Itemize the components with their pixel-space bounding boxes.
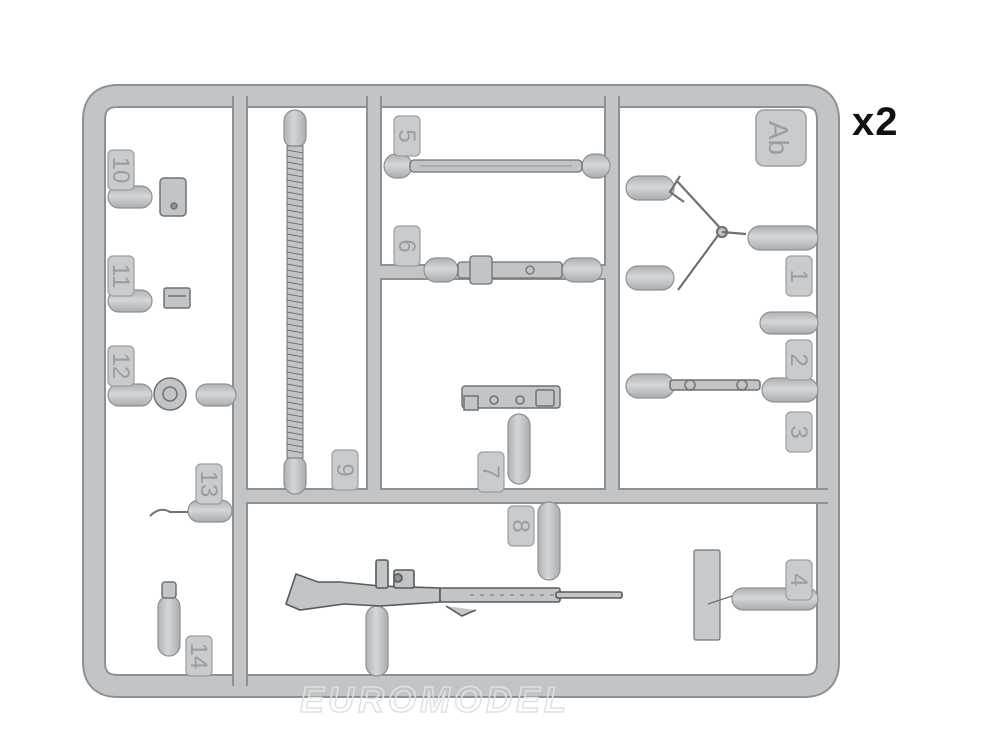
part-number-label: 7 — [477, 465, 504, 478]
part-number-label: 5 — [393, 129, 420, 142]
part-number-label: 3 — [785, 425, 812, 438]
part-6-bolt — [457, 255, 563, 285]
sprue-code-tag: Ab — [755, 109, 807, 167]
part-number-label: 10 — [107, 157, 134, 184]
part-number-label: 14 — [185, 643, 212, 670]
part-10-shape — [159, 177, 187, 217]
sprue-quantity: x2 — [852, 100, 899, 144]
sprue-code-label: Ab — [763, 121, 794, 155]
part-tag-11: 11 — [107, 255, 135, 297]
part-tag-10: 10 — [107, 149, 135, 191]
part-3-linkage — [669, 379, 761, 391]
part-5-rod — [409, 159, 583, 173]
part-tag-8: 8 — [507, 505, 535, 547]
part-number-label: 4 — [785, 573, 812, 586]
part-7-cover — [461, 385, 561, 411]
part-tag-4: 4 — [785, 559, 813, 601]
part-9-spring — [286, 145, 304, 459]
part-number-label: 1 — [785, 269, 812, 282]
part-tag-3: 3 — [785, 411, 813, 453]
part-4-strap — [693, 549, 733, 641]
part-12-shape — [153, 377, 187, 411]
part-11-shape — [163, 287, 191, 309]
watermark: EUROMODEL — [300, 679, 570, 720]
part-tag-12: 12 — [107, 345, 135, 387]
part-number-label: 6 — [393, 239, 420, 252]
part-13-shape — [149, 508, 188, 517]
part-tag-5: 5 — [393, 115, 421, 157]
part-number-label: 9 — [331, 463, 358, 476]
part-tag-14: 14 — [185, 635, 213, 677]
part-tag-9: 9 — [331, 449, 359, 491]
part-tag-6: 6 — [393, 225, 421, 267]
part-tag-1: 1 — [785, 255, 813, 297]
part-number-label: 12 — [107, 353, 134, 380]
part-tag-2: 2 — [785, 339, 813, 381]
part-1-bipod — [668, 175, 747, 291]
part-14-pin — [161, 581, 177, 599]
part-tag-13: 13 — [195, 463, 223, 505]
part-number-label: 11 — [107, 264, 134, 289]
part-8-machine-gun — [285, 559, 623, 617]
part-tag-7: 7 — [477, 451, 505, 493]
part-number-label: 8 — [507, 519, 534, 532]
part-number-label: 13 — [195, 471, 222, 498]
part-number-label: 2 — [785, 353, 812, 366]
